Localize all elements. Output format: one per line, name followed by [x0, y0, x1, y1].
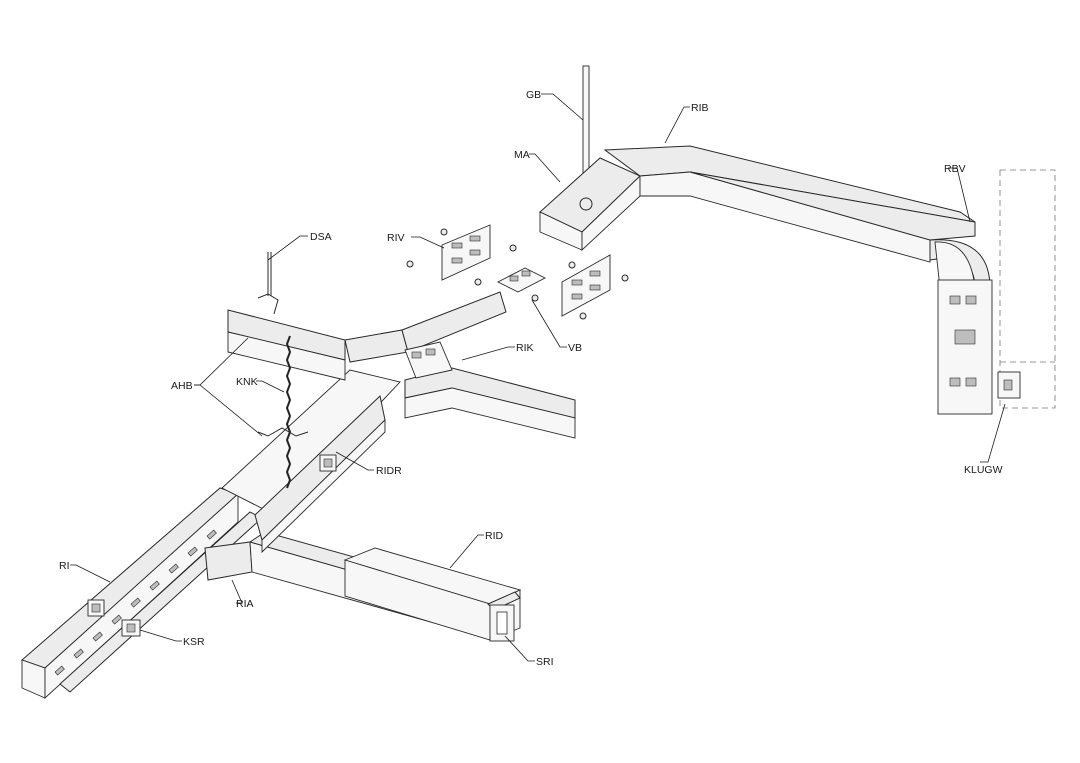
plate-vb: [497, 267, 546, 293]
tray-slot: [206, 529, 217, 540]
knuckle-chain-knk: [285, 335, 292, 489]
label-rbv: RBV: [944, 163, 966, 175]
tray-slot: [149, 580, 160, 591]
coupler-rik: [404, 341, 453, 379]
cable-tray-rib: [603, 145, 976, 263]
cable-tray-ri: [21, 487, 263, 700]
upper-tray-section: [227, 291, 507, 381]
label-klugw: KLUGW: [964, 464, 1003, 476]
label-ma: MA: [514, 149, 530, 161]
label-gb: GB: [526, 89, 541, 101]
label-rid: RID: [485, 530, 504, 542]
label-ria: RIA: [236, 598, 254, 610]
tray-slot: [111, 614, 122, 625]
tray-slot: [54, 665, 65, 676]
wall-outline: [999, 169, 1056, 409]
mounting-assembly-ma: [539, 157, 641, 252]
wall-clamp-klugw: [997, 371, 1021, 399]
label-ri: RI: [59, 560, 70, 572]
bend-rbv: [929, 239, 991, 289]
coupler-ri-inner: [87, 599, 105, 617]
vertical-tray: [937, 279, 993, 415]
label-ahb: AHB: [171, 380, 193, 392]
leader-lines: [70, 93, 1006, 662]
tray-slot: [92, 631, 103, 642]
coupler-ridr: [319, 454, 337, 472]
hanger-dsa: [257, 252, 279, 315]
connector-plate-riv-left: [441, 224, 491, 281]
end-cap-sri: [487, 591, 521, 642]
label-ridr: RIDR: [376, 465, 402, 477]
tray-slot: [168, 563, 179, 574]
label-dsa: DSA: [310, 231, 332, 243]
connector-plate-riv-right: [561, 254, 611, 317]
tee-right-branch: [404, 367, 576, 439]
coupler-ksr: [121, 619, 141, 637]
label-sri: SRI: [536, 656, 554, 668]
label-vb: VB: [568, 342, 582, 354]
label-knk: KNK: [236, 376, 258, 388]
label-rik: RIK: [516, 342, 534, 354]
label-rib: RIB: [691, 102, 709, 114]
tray-slot: [130, 597, 141, 608]
label-ksr: KSR: [183, 636, 205, 648]
bracket-ahb: [257, 427, 309, 437]
fasteners: [406, 228, 629, 320]
tray-slot: [73, 648, 84, 659]
tray-slot: [187, 546, 198, 557]
label-riv: RIV: [387, 232, 405, 244]
